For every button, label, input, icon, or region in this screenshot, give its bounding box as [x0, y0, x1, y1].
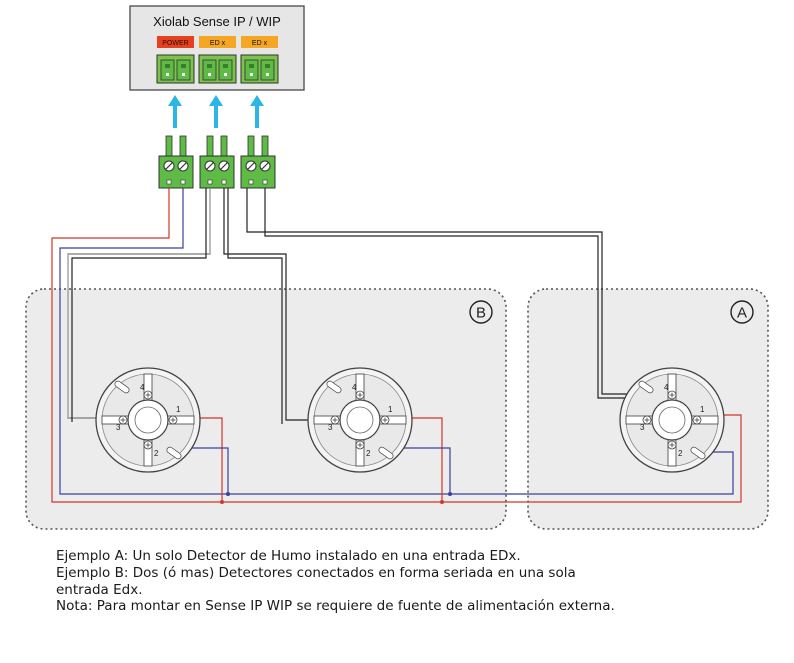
svg-text:1: 1 — [388, 405, 393, 414]
wire-b2-blue — [386, 447, 451, 494]
plug-terminal-power — [158, 135, 194, 189]
svg-text:1: 1 — [176, 405, 181, 414]
zone-a-label: A — [730, 300, 754, 324]
arrow-icon — [168, 95, 264, 128]
junction-dots — [220, 492, 452, 504]
caption-line-example-b-cont: entrada Edx. — [56, 581, 143, 598]
caption: Ejemplo A: Un solo Detector de Humo inst… — [56, 548, 776, 615]
wire-b1-blue — [180, 447, 229, 494]
smoke-detector-base: 4 1 2 3 — [619, 367, 725, 473]
edx-port-1-label-bg — [199, 36, 236, 48]
device-socket-power — [156, 54, 195, 84]
wire-edx2-a — [246, 188, 650, 395]
device-socket-edx-2 — [240, 54, 279, 84]
device-socket-edx-1 — [198, 54, 237, 84]
wire-edx1-b — [223, 188, 338, 421]
smoke-detector-base: 4 1 2 3 — [307, 367, 413, 473]
svg-text:1: 1 — [700, 405, 705, 414]
edx-port-2-label: ED x — [252, 40, 268, 47]
caption-line-example-a: Ejemplo A: Un solo Detector de Humo inst… — [56, 548, 521, 564]
svg-text:2: 2 — [154, 449, 159, 458]
svg-text:4: 4 — [352, 383, 357, 392]
svg-text:4: 4 — [664, 383, 669, 392]
svg-text:4: 4 — [140, 383, 145, 392]
edx-port-1-label: ED x — [210, 40, 226, 47]
wire-edx1-a-inner — [67, 188, 211, 419]
xiolab-device: Xiolab Sense IP / WIP POWER ED x ED x — [129, 5, 305, 91]
power-port-label-bg — [157, 36, 194, 48]
caption-line-note: Nota: Para montar en Sense IP WIP se req… — [56, 598, 615, 615]
svg-text:B: B — [476, 305, 486, 322]
plug-terminal-edx-2 — [240, 135, 276, 189]
wire-edx1-b2 — [71, 188, 207, 422]
smoke-detector-base: 4 1 2 3 — [95, 367, 201, 473]
svg-text:3: 3 — [328, 423, 333, 432]
caption-line-example-b: Ejemplo B: Dos (ó mas) Detectores conect… — [56, 564, 576, 581]
svg-text:A: A — [737, 305, 747, 322]
edx-port-2-label-bg — [241, 36, 278, 48]
device-title: Xiolab Sense IP / WIP — [153, 14, 281, 29]
svg-text:3: 3 — [116, 423, 121, 432]
svg-text:2: 2 — [366, 449, 371, 458]
wire-edx2-b — [264, 188, 646, 399]
zone-b-label: B — [469, 300, 493, 324]
plug-terminal-edx-1 — [199, 135, 235, 189]
wire-edx1-b3 — [227, 188, 283, 424]
wiring-diagram: B A Xiolab Sense IP / WIP POWER ED x ED … — [25, 5, 769, 530]
power-port-label: POWER — [162, 40, 188, 47]
svg-text:2: 2 — [678, 449, 683, 458]
svg-text:3: 3 — [640, 423, 645, 432]
